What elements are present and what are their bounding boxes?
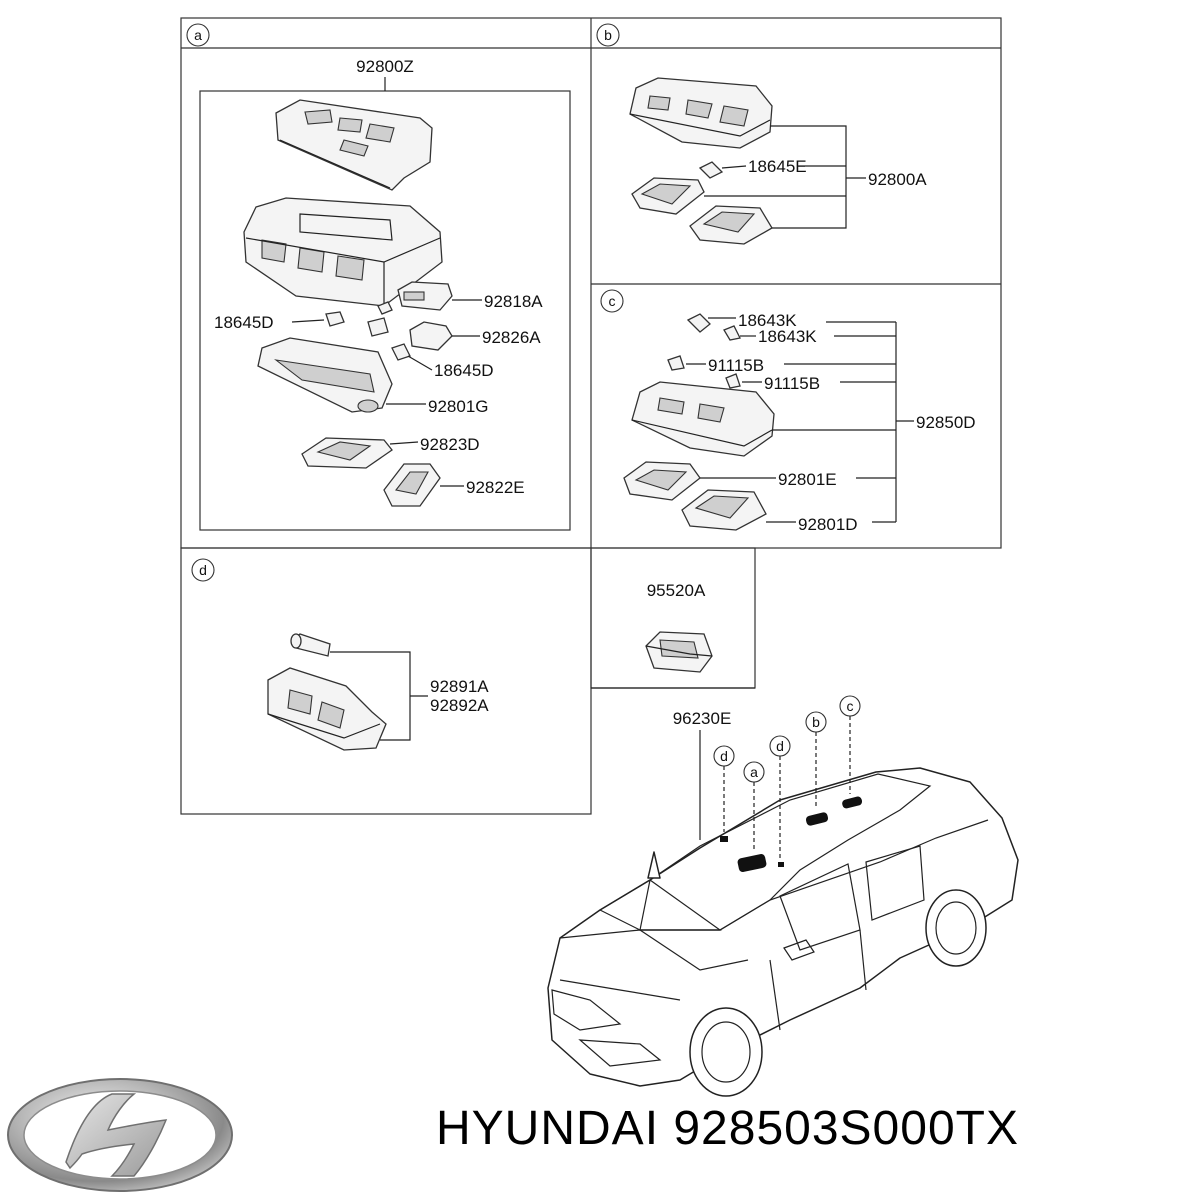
clip-91115B-2: 91115B — [725, 373, 820, 393]
overhead-console-cover — [275, 99, 433, 191]
svg-text:92801E: 92801E — [778, 470, 837, 489]
section-frames — [180, 17, 1002, 815]
svg-text:92850D: 92850D — [916, 413, 976, 432]
svg-text:d: d — [199, 562, 207, 578]
section-badge-d: d — [191, 558, 215, 582]
svg-text:d: d — [720, 748, 728, 764]
section-badge-b: b — [596, 23, 620, 47]
bulb-18645D-right: 18645D — [391, 343, 494, 380]
lens-b-left — [631, 177, 705, 215]
lens-b-right — [689, 205, 773, 245]
section-a-parts: 92800Z 92818A — [214, 57, 543, 507]
bulb-18643K-2: 18643K — [723, 325, 817, 346]
bulb-18645E: 18645E — [698, 157, 807, 179]
section-d-parts: 92891A 92892A — [267, 633, 489, 751]
brand-part-number: HYUNDAI 928503S000TX — [436, 1102, 1019, 1155]
svg-text:d: d — [776, 738, 784, 754]
lens-92822E: 92822E — [383, 463, 525, 507]
svg-text:18645E: 18645E — [748, 157, 807, 176]
svg-text:92823D: 92823D — [420, 435, 480, 454]
section-c-parts: 18643K 18643K 91115B 91115B 92801E — [623, 311, 976, 534]
callout-d-2: d — [769, 735, 791, 858]
lens-92823D: 92823D — [301, 435, 480, 469]
switch-92818A: 92818A — [397, 281, 543, 311]
callout-b: b — [805, 711, 827, 808]
room-lamp-d — [267, 667, 387, 751]
map-lamp-housing-b — [629, 77, 773, 149]
svg-text:92826A: 92826A — [482, 328, 541, 347]
svg-text:92801D: 92801D — [798, 515, 858, 534]
section-badge-c: c — [600, 289, 624, 313]
callout-a: a — [743, 761, 765, 852]
section-badge-a: a — [186, 23, 210, 47]
hyundai-logo — [7, 1078, 233, 1192]
svg-text:18643K: 18643K — [758, 327, 817, 346]
svg-text:92801G: 92801G — [428, 397, 489, 416]
lamp-c-marker — [842, 796, 863, 809]
lower-housing-92801G: 92801G — [257, 337, 489, 416]
svg-text:b: b — [604, 27, 612, 43]
part-label-92800Z: 92800Z — [356, 57, 414, 76]
lens-92801E: 92801E — [623, 461, 837, 501]
section-b-parts: 18645E 92800A — [629, 77, 927, 245]
svg-text:18643K: 18643K — [738, 311, 797, 330]
bulb-18645D-left: 18645D — [214, 311, 345, 332]
svg-text:92822E: 92822E — [466, 478, 525, 497]
vehicle-illustration: 96230E — [547, 695, 1019, 1097]
svg-text:18645D: 18645D — [214, 313, 274, 332]
svg-text:c: c — [609, 293, 616, 309]
svg-text:18645D: 18645D — [434, 361, 494, 380]
bulb-18643K-1: 18643K — [686, 311, 797, 333]
lens-92826A: 92826A — [409, 321, 541, 351]
lamp-a-marker — [737, 853, 767, 873]
svg-text:92892A: 92892A — [430, 696, 489, 715]
svg-text:96230E: 96230E — [673, 709, 732, 728]
lamp-b-marker — [805, 812, 829, 826]
sensor-95520A: 95520A — [591, 581, 755, 689]
svg-text:95520A: 95520A — [647, 581, 706, 600]
svg-text:a: a — [194, 27, 202, 43]
overhead-console-housing — [243, 197, 443, 307]
callout-d-1: d — [713, 745, 735, 832]
clip-91115B-1: 91115B — [667, 355, 764, 375]
svg-text:91115B: 91115B — [764, 374, 820, 393]
lens-92801D: 92801D — [681, 489, 858, 534]
svg-text:92891A: 92891A — [430, 677, 489, 696]
bulb-d — [290, 633, 331, 657]
svg-text:b: b — [812, 714, 820, 730]
svg-text:91115B: 91115B — [708, 356, 764, 375]
map-lamp-housing-c — [631, 381, 775, 457]
svg-text:c: c — [847, 698, 854, 714]
svg-text:a: a — [750, 764, 758, 780]
svg-text:92818A: 92818A — [484, 292, 543, 311]
callout-c: c — [839, 695, 861, 794]
svg-text:92800A: 92800A — [868, 170, 927, 189]
